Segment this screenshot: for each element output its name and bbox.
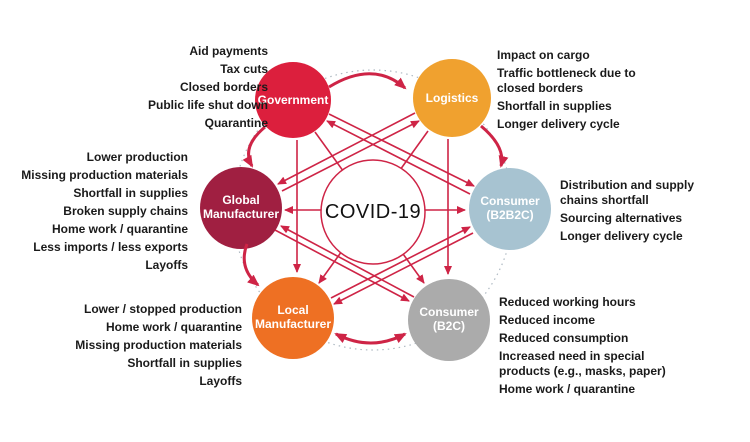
arrow-local-manufacturer-to-consumer-b2b2c: [330, 226, 471, 299]
impact-item: Home work / quarantine: [51, 222, 188, 236]
impact-item: Longer delivery cycle: [560, 229, 683, 243]
arrow-global-manufacturer-to-consumer-b2c: [274, 229, 410, 302]
impact-item: Lower / stopped production: [84, 302, 242, 316]
arrow-local-manufacturer-consumer-b2c-bidirectional: [334, 332, 407, 345]
arrow-consumer-b2b2c-to-government: [326, 120, 471, 195]
impact-item: Sourcing alternatives: [560, 211, 683, 225]
impact-list-government: Aid payments Tax cuts Closed borders Pub…: [68, 44, 268, 134]
arrow-global-manufacturer-to-local-manufacturer: [242, 243, 260, 287]
consumer-b2c-circle: [408, 279, 490, 361]
arrow-government-to-consumer-b2b2c: [328, 113, 475, 187]
impact-item: Less imports / less exports: [33, 240, 188, 254]
arrow-consumer-b2c-to-global-manufacturer: [280, 225, 415, 298]
impact-item: Distribution and supply chains shortfall: [560, 178, 694, 207]
arrow-logistics-to-global-manufacturer: [277, 112, 416, 185]
impact-item: Tax cuts: [220, 62, 268, 76]
impact-item: Traffic bottleneck due to closed borders: [497, 66, 636, 95]
arrow-global-manufacturer-to-logistics: [281, 120, 420, 192]
impact-item: Missing production materials: [75, 338, 242, 352]
arrow-consumer-b2b2c-to-local-manufacturer: [333, 232, 474, 305]
impact-item: Aid payments: [189, 44, 268, 58]
impact-item: Longer delivery cycle: [497, 117, 620, 131]
government-circle: [255, 62, 331, 138]
impact-item: Shortfall in supplies: [497, 99, 612, 113]
impact-item: Layoffs: [145, 258, 188, 272]
impact-item: Impact on cargo: [497, 48, 590, 62]
local-manufacturer-circle: [252, 277, 334, 359]
impact-item: Reduced working hours: [499, 295, 636, 309]
impact-item: Public life shut down: [148, 98, 268, 112]
impact-item: Reduced income: [499, 313, 596, 327]
impact-item: Reduced consumption: [499, 331, 629, 345]
arrow-government-to-logistics: [328, 72, 407, 90]
consumer-b2b2c-circle: [469, 168, 551, 250]
arrow-government-to-global-manufacturer: [242, 125, 266, 168]
arrow-logistics-to-consumer-b2b2c: [480, 124, 509, 168]
covid-circle: [320, 159, 426, 265]
impact-item: Layoffs: [199, 374, 242, 388]
impact-item: Closed borders: [179, 80, 268, 94]
impact-list-consumer-b2c: Reduced working hours Reduced income Red…: [499, 295, 689, 400]
impact-list-local-manufacturer: Lower / stopped production Home work / q…: [47, 302, 242, 392]
impact-list-global-manufacturer: Lower production Missing production mate…: [3, 150, 188, 276]
logistics-circle: [413, 59, 491, 137]
impact-item: Quarantine: [204, 116, 268, 130]
impact-item: Lower production: [86, 150, 188, 164]
global-manufacturer-circle: [200, 167, 282, 249]
impact-list-logistics: Impact on cargo Traffic bottleneck due t…: [497, 48, 665, 135]
impact-item: Broken supply chains: [63, 204, 188, 218]
impact-item: Shortfall in supplies: [73, 186, 188, 200]
impact-list-consumer-b2b2c: Distribution and supply chains shortfall…: [560, 178, 715, 247]
impact-item: Missing production materials: [21, 168, 188, 182]
impact-item: Home work / quarantine: [105, 320, 242, 334]
impact-item: Home work / quarantine: [499, 382, 636, 396]
impact-item: Increased need in special products (e.g.…: [499, 349, 666, 378]
covid-label: COVID-19: [324, 201, 422, 223]
impact-item: Shortfall in supplies: [127, 356, 242, 370]
